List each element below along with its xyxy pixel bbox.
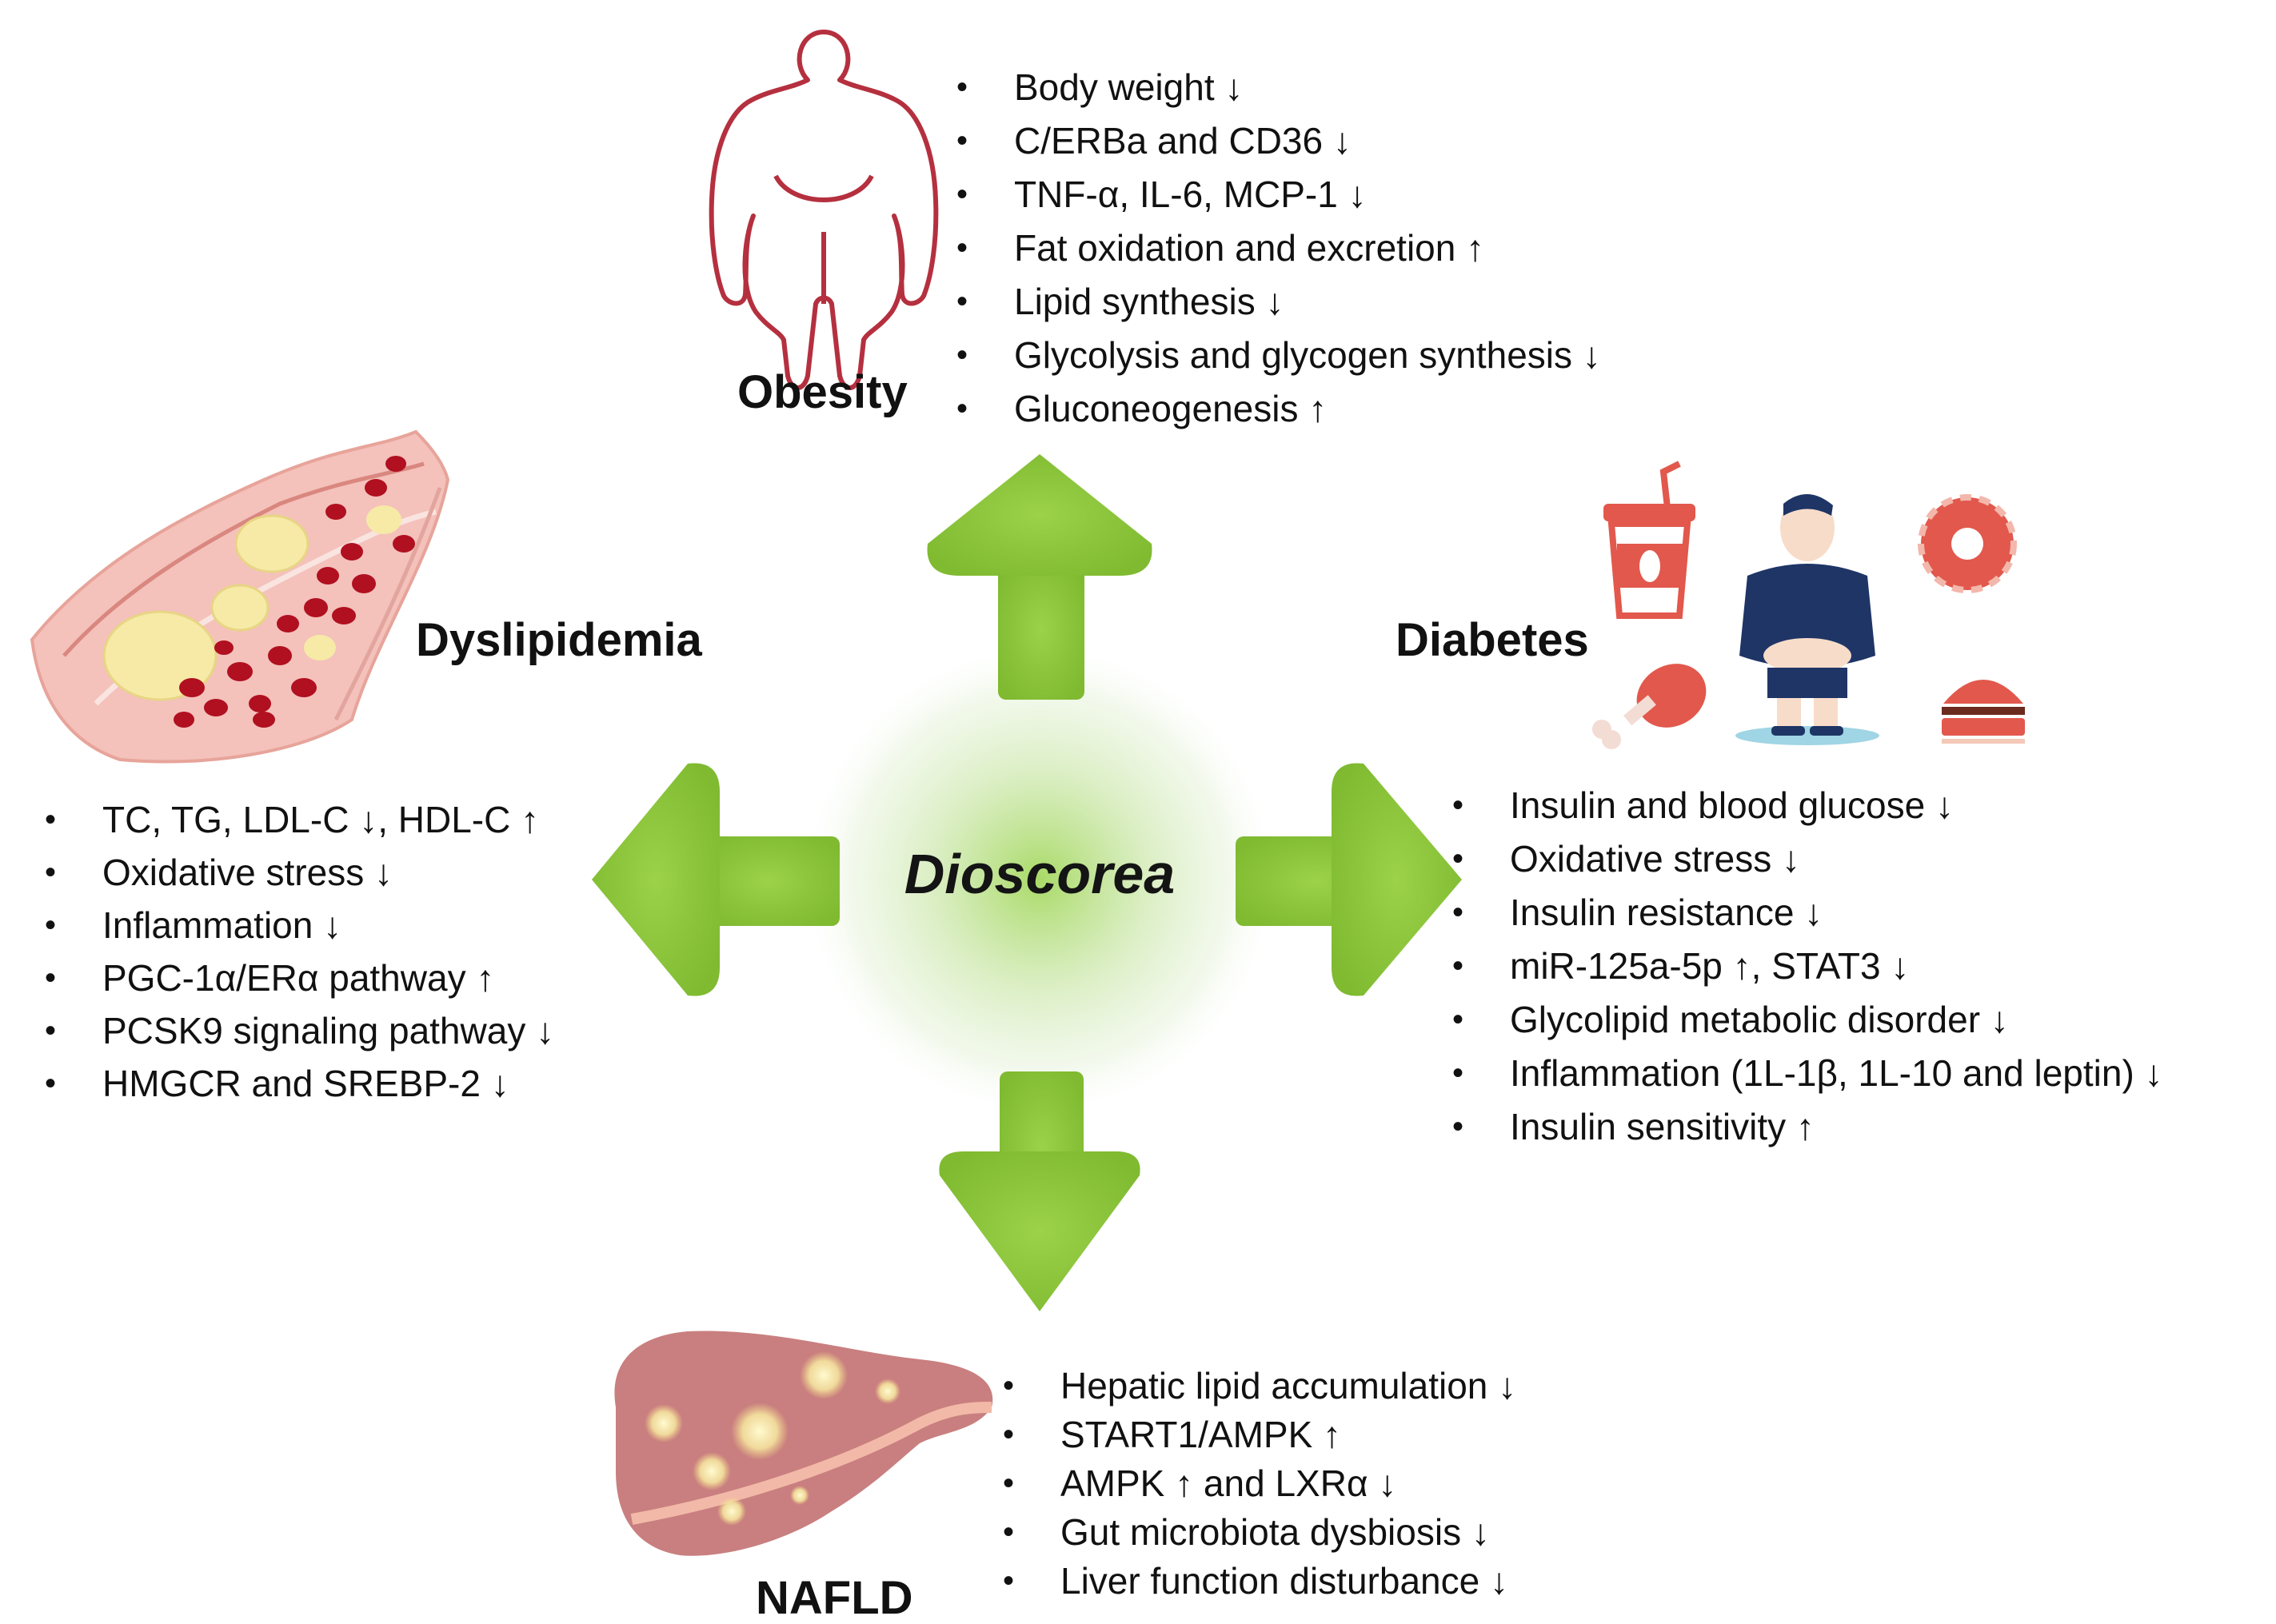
chicken-leg-icon (1592, 664, 1707, 749)
list-item: Oxidative stress ↓ (45, 854, 554, 891)
list-item: TNF-α, IL-6, MCP-1 ↓ (956, 176, 1601, 213)
arrow-down-nafld (939, 1071, 1140, 1311)
arrow-right-diabetes (1236, 763, 1462, 996)
list-item: Insulin and blood glucose ↓ (1452, 787, 2163, 824)
soda-cup-icon (1603, 461, 1695, 619)
list-item: Glycolysis and glycogen synthesis ↓ (956, 337, 1601, 373)
obesity-effects-list: Body weight ↓ C/ERBa and CD36 ↓ TNF-α, I… (956, 69, 1601, 444)
list-item: Gluconeogenesis ↑ (956, 390, 1601, 427)
junk-food-and-obese-person-illustration (1592, 461, 2025, 749)
list-item: Body weight ↓ (956, 69, 1601, 106)
center-glow (800, 640, 1280, 1119)
list-item: Inflammation (1L-1β, 1L-10 and leptin) ↓ (1452, 1055, 2163, 1091)
list-item: miR-125a-5p ↑, STAT3 ↓ (1452, 948, 2163, 984)
list-item: Lipid synthesis ↓ (956, 283, 1601, 320)
artery-plaque-illustration (30, 429, 450, 764)
list-item: PGC-1α/ERα pathway ↑ (45, 960, 554, 996)
list-item: HMGCR and SREBP-2 ↓ (45, 1065, 554, 1102)
obesity-title: Obesity (737, 366, 908, 418)
list-item: Liver function disturbance ↓ (1003, 1562, 1516, 1599)
list-item: PCSK9 signaling pathway ↓ (45, 1012, 554, 1049)
obese-person-icon (1735, 493, 1879, 745)
list-item: C/ERBa and CD36 ↓ (956, 122, 1601, 159)
list-item: Fat oxidation and excretion ↑ (956, 229, 1601, 266)
arrow-left-dyslipidemia (592, 763, 840, 996)
dyslipidemia-title: Dyslipidemia (416, 614, 702, 666)
list-item: Gut microbiota dysbiosis ↓ (1003, 1514, 1516, 1550)
diabetes-effects-list: Insulin and blood glucose ↓ Oxidative st… (1452, 787, 2163, 1162)
list-item: TC, TG, LDL-C ↓, HDL-C ↑ (45, 801, 554, 838)
diabetes-title: Diabetes (1396, 614, 1589, 666)
nafld-title: NAFLD (756, 1572, 913, 1624)
list-item: START1/AMPK ↑ (1003, 1416, 1516, 1453)
nafld-effects-list: Hepatic lipid accumulation ↓ START1/AMPK… (1003, 1367, 1516, 1611)
list-item: Glycolipid metabolic disorder ↓ (1452, 1001, 2163, 1038)
obese-body-outline-icon (709, 30, 939, 390)
list-item: Oxidative stress ↓ (1452, 840, 2163, 877)
arrow-up-obesity (927, 454, 1152, 700)
list-item: AMPK ↑ and LXRα ↓ (1003, 1465, 1516, 1502)
dyslipidemia-effects-list: TC, TG, LDL-C ↓, HDL-C ↑ Oxidative stres… (45, 801, 554, 1118)
donut-icon (1918, 494, 2017, 593)
list-item: Insulin resistance ↓ (1452, 894, 2163, 931)
list-item: Insulin sensitivity ↑ (1452, 1108, 2163, 1145)
center-label: Dioscorea (904, 843, 1176, 905)
burger-icon (1942, 680, 2025, 744)
fatty-liver-illustration (614, 1331, 993, 1556)
list-item: Hepatic lipid accumulation ↓ (1003, 1367, 1516, 1404)
list-item: Inflammation ↓ (45, 907, 554, 944)
